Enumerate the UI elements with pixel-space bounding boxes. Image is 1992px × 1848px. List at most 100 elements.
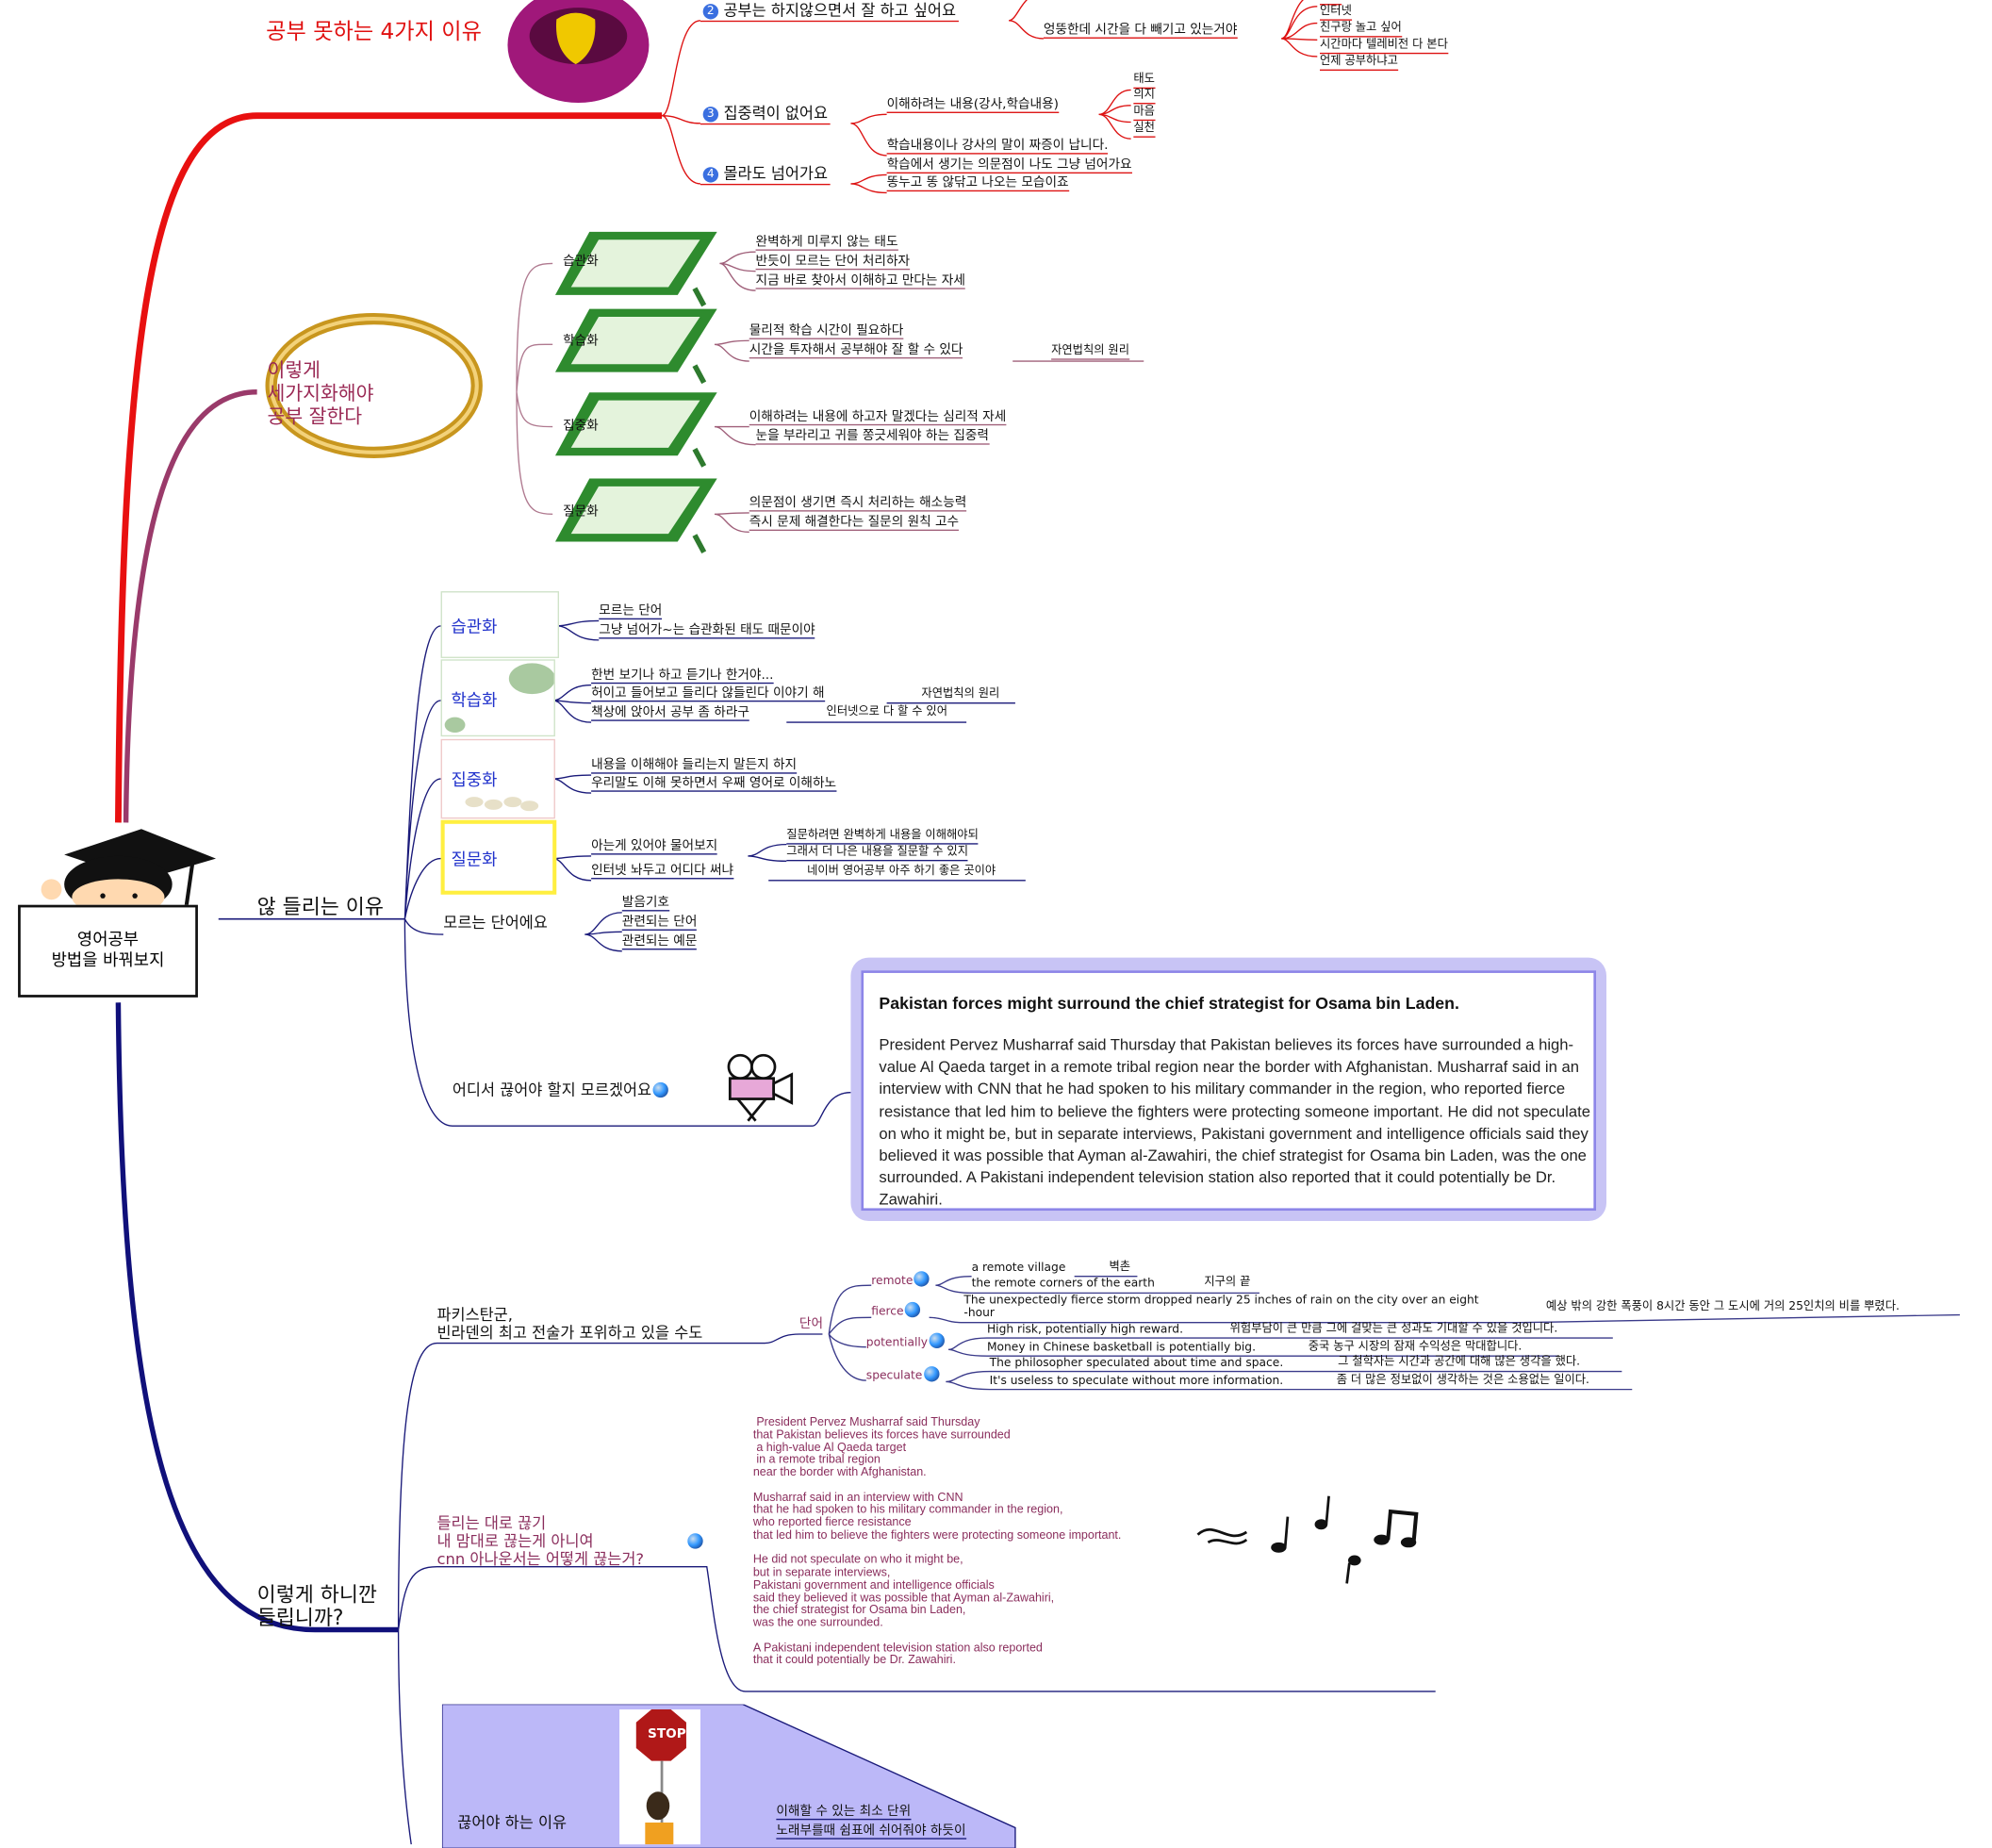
example-en[interactable]: High risk, potentially high reward. <box>986 1324 1183 1337</box>
question-reason[interactable]: 아는게 있어야 물어보지 <box>591 839 718 855</box>
cut-line: cnn 아나운서는 어떻게 끊는거? <box>436 1550 645 1569</box>
leaf-tv[interactable]: 시간마다 텔레비전 다 본다 <box>1320 39 1448 55</box>
learning-reason[interactable]: 책상에 앉아서 공부 좀 하라구 <box>591 705 749 721</box>
example-en[interactable]: It's useless to speculate without more i… <box>989 1375 1284 1389</box>
headline-node[interactable]: 파키스탄군, 빈라덴의 최고 전술가 포위하고 있을 수도 <box>436 1306 702 1342</box>
habit-item[interactable]: 완벽하게 미루지 않는 태도 <box>755 235 898 251</box>
branch-title-three-habits[interactable]: 이렇게 세가지화해야 공부 잘한다 <box>268 358 374 428</box>
title-line: 이렇게 하니깐 <box>256 1582 377 1607</box>
example-en[interactable]: The philosopher speculated about time an… <box>989 1357 1284 1371</box>
leaf-game[interactable]: 게임 <box>1320 0 1342 6</box>
learning-item[interactable]: 물리적 학습 시간이 필요하다 <box>749 323 904 339</box>
habit-reason[interactable]: 모르는 단어 <box>599 603 663 620</box>
leaf-internet[interactable]: 인터넷 <box>1320 6 1352 21</box>
focus-item[interactable]: 눈을 부라리고 귀를 쫑긋세워야 하는 집중력 <box>755 429 989 445</box>
leaf-mind[interactable]: 마음 <box>1133 106 1155 121</box>
reason-4-sub1[interactable]: 학습에서 생기는 의문점이 나도 그냥 넘어가요 <box>886 157 1132 174</box>
question-reason[interactable]: 인터넷 놔두고 어디다 써냐 <box>591 864 734 880</box>
why-cut-node[interactable]: 끊어야 하는 이유 <box>457 1813 568 1832</box>
globe-link-icon[interactable] <box>923 1366 940 1382</box>
vocab-fierce[interactable]: fierce <box>871 1301 921 1320</box>
globe-link-icon[interactable] <box>904 1301 921 1318</box>
vocab-speculate[interactable]: speculate <box>866 1366 940 1384</box>
box-habit[interactable]: 습관화 <box>440 591 559 658</box>
learning-note[interactable]: 자연법칙의 원리 <box>1051 344 1130 360</box>
leaf-when-study[interactable]: 언제 공부하냐고 <box>1320 56 1398 71</box>
example-ko[interactable]: 벽촌 <box>1109 1261 1131 1274</box>
leaf-attitude[interactable]: 태도 <box>1133 74 1155 89</box>
leaf-will[interactable]: 의지 <box>1133 89 1155 105</box>
headline-line: 파키스탄군, <box>436 1306 513 1325</box>
reason-3-sub[interactable]: 이해하려는 내용(강사,학습내용) <box>886 97 1059 113</box>
leaf-friends[interactable]: 친구랑 놀고 싶어 <box>1320 22 1402 38</box>
habit-item[interactable]: 지금 바로 찾아서 이해하고 만다는 자세 <box>755 273 965 289</box>
where-to-cut-node[interactable]: 어디서 끊어야 할지 모르겠어요 <box>453 1081 668 1099</box>
leaf-practice[interactable]: 실천 <box>1133 123 1155 138</box>
reason-3-label: 집중력이 없어요 <box>723 104 829 123</box>
why-cut-item[interactable]: 노래부를때 쉼표에 쉬어줘야 하듯이 <box>776 1823 966 1840</box>
learning-item[interactable]: 시간을 투자해서 공부해야 잘 할 수 있다 <box>749 342 963 359</box>
example-ko[interactable]: 예상 밖의 강한 폭풍이 8시간 동안 그 도시에 거의 25인치의 비를 뿌렸… <box>1545 1300 1900 1314</box>
habit-reason[interactable]: 그냥 넘어가~는 습관화된 태도 때문이야 <box>599 623 815 639</box>
movie-camera-icon <box>727 1053 794 1122</box>
example-ko[interactable]: 중국 농구 시장의 잠재 수익성은 막대합니다. <box>1308 1340 1523 1354</box>
example-ko[interactable]: 그 철학자는 시간과 공간에 대해 많은 생각을 했다. <box>1338 1356 1581 1369</box>
vocab-potentially[interactable]: potentially <box>865 1332 945 1351</box>
box-question[interactable]: 질문화 <box>440 819 557 895</box>
reason-2-sub[interactable]: 엉뚱한데 시간을 다 빼기고 있는거야 <box>1043 23 1238 39</box>
chunked-article-text: President Pervez Musharraf said Thursday… <box>752 1414 1122 1667</box>
habit-item[interactable]: 반듯이 모르는 단어 처리하자 <box>755 254 911 271</box>
vocab-remote[interactable]: remote <box>871 1271 930 1289</box>
vocab-word: potentially <box>865 1336 929 1350</box>
example-en[interactable]: the remote corners of the earth <box>971 1278 1155 1291</box>
learning-note[interactable]: 자연법칙의 원리 <box>921 687 1000 701</box>
learning-note[interactable]: 인터넷으로 다 할 수 있어 <box>826 705 948 719</box>
globe-link-icon[interactable] <box>929 1332 945 1348</box>
reason-3-sub2[interactable]: 학습내용이나 강사의 말이 짜증이 납니다. <box>886 139 1109 155</box>
why-cut-item[interactable]: 이해할 수 있는 최소 단위 <box>776 1804 912 1821</box>
unknown-word-item[interactable]: 관련되는 단어 <box>621 915 698 931</box>
word-node[interactable]: 단어 <box>798 1317 824 1332</box>
example-ko[interactable]: 지구의 끝 <box>1204 1276 1251 1290</box>
central-topic-box: 영어공부 방법을 바꿔보지 <box>18 904 198 998</box>
question-note[interactable]: 그래서 더 나은 내용을 질문할 수 있지 <box>786 846 969 862</box>
unknown-word-node[interactable]: 모르는 단어에요 <box>443 914 548 932</box>
example-ko[interactable]: 위험부담이 큰 만큼 그에 걸맞는 큰 성과도 기대할 수 있을 것입니다. <box>1229 1322 1558 1336</box>
cut-method-node[interactable]: 들리는 대로 끊기 내 맘대로 끊는게 아니여 cnn 아나운서는 어떻게 끊는… <box>436 1514 644 1568</box>
focus-reason[interactable]: 내용을 이해해야 들리는지 말든지 하지 <box>591 758 798 774</box>
focus-reason[interactable]: 우리말도 이해 못하면서 우째 영어로 이해하노 <box>591 776 837 792</box>
example-ko[interactable]: 좀 더 많은 정보없이 생각하는 것은 소용없는 일이다. <box>1336 1374 1589 1387</box>
learning-reason[interactable]: 허이고 들어보고 들리다 않들린다 이야기 해 <box>591 685 825 702</box>
question-item[interactable]: 즉시 문제 해결한다는 질문의 원칙 고수 <box>749 515 960 532</box>
central-topic[interactable]: 영어공부 방법을 바꿔보지 <box>13 822 219 1002</box>
branch-title-does-it-work[interactable]: 이렇게 하니깐 들립니까? <box>257 1583 377 1629</box>
frame-label: 질문화 <box>563 504 599 520</box>
title-line: 공부 잘한다 <box>267 404 363 428</box>
focus-item[interactable]: 이해하려는 내용에 하고자 말겠다는 심리적 자세 <box>749 409 1007 426</box>
branch-title-four-reasons[interactable]: 공부 못하는 4가지 이유 <box>266 19 482 45</box>
title-line: 들립니까? <box>256 1605 344 1630</box>
box-focus[interactable]: 집중화 <box>440 738 555 819</box>
unknown-word-item[interactable]: 관련되는 예문 <box>621 934 698 950</box>
question-item[interactable]: 의문점이 생기면 즉시 처리하는 해소능력 <box>749 496 967 512</box>
globe-link-icon[interactable] <box>687 1533 703 1549</box>
box-label: 집중화 <box>451 770 498 791</box>
example-en[interactable]: Money in Chinese basketball is potential… <box>986 1342 1256 1355</box>
question-note[interactable]: 질문하려면 완벽하게 내용을 이해해야되 <box>786 829 979 845</box>
globe-link-icon[interactable] <box>652 1081 668 1098</box>
picture-frame-icon <box>554 478 717 554</box>
unknown-word-item[interactable]: 발음기호 <box>621 896 669 912</box>
branch-title-why-not-heard[interactable]: 않 들리는 이유 <box>256 894 384 919</box>
box-learning[interactable]: 학습화 <box>440 659 555 737</box>
learning-reason[interactable]: 한번 보기나 하고 듣기나 한거야... <box>591 668 774 685</box>
example-en[interactable]: a remote village <box>971 1262 1066 1276</box>
question-note[interactable]: 네이버 영어공부 아주 하기 좋은 곳이야 <box>807 865 996 879</box>
globe-link-icon[interactable] <box>914 1271 930 1287</box>
reason-4-sub2[interactable]: 똥누고 똥 않닦고 나오는 모습이죠 <box>886 175 1069 192</box>
box-label: 습관화 <box>451 618 498 638</box>
example-en[interactable]: The unexpectedly fierce storm dropped ne… <box>963 1294 1479 1308</box>
